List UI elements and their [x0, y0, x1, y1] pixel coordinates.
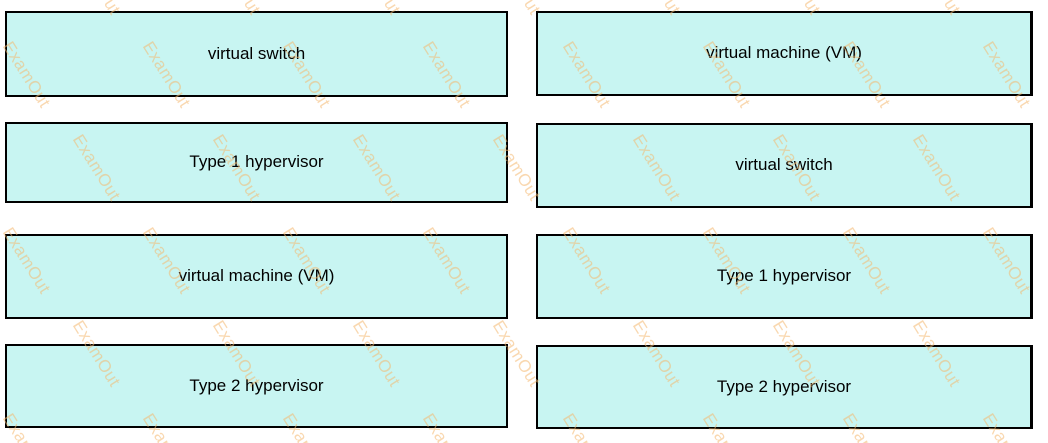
drag-item-label: virtual switch: [207, 43, 306, 63]
drop-target-label: Type 1 hypervisor: [716, 266, 852, 286]
drag-item-label: virtual machine (VM): [178, 266, 335, 286]
drop-target-type2-hypervisor-right[interactable]: Type 2 hypervisor: [536, 345, 1033, 429]
drop-target-virtual-switch-right[interactable]: virtual switch: [536, 123, 1033, 208]
drag-item-type1-hypervisor-left[interactable]: Type 1 hypervisor: [5, 122, 508, 203]
drag-item-type2-hypervisor-left[interactable]: Type 2 hypervisor: [5, 344, 508, 428]
drop-target-label: Type 2 hypervisor: [716, 376, 852, 396]
drag-item-virtual-switch-left[interactable]: virtual switch: [5, 11, 508, 97]
drop-target-label: virtual switch: [735, 155, 833, 175]
drop-target-virtual-machine-right[interactable]: virtual machine (VM): [536, 11, 1033, 96]
drop-target-type1-hypervisor-right[interactable]: Type 1 hypervisor: [536, 234, 1033, 319]
drop-target-label: virtual machine (VM): [706, 43, 862, 63]
drag-item-label: Type 2 hypervisor: [189, 375, 324, 395]
drag-item-virtual-machine-left[interactable]: virtual machine (VM): [5, 234, 508, 319]
drag-item-label: Type 1 hypervisor: [189, 152, 324, 172]
